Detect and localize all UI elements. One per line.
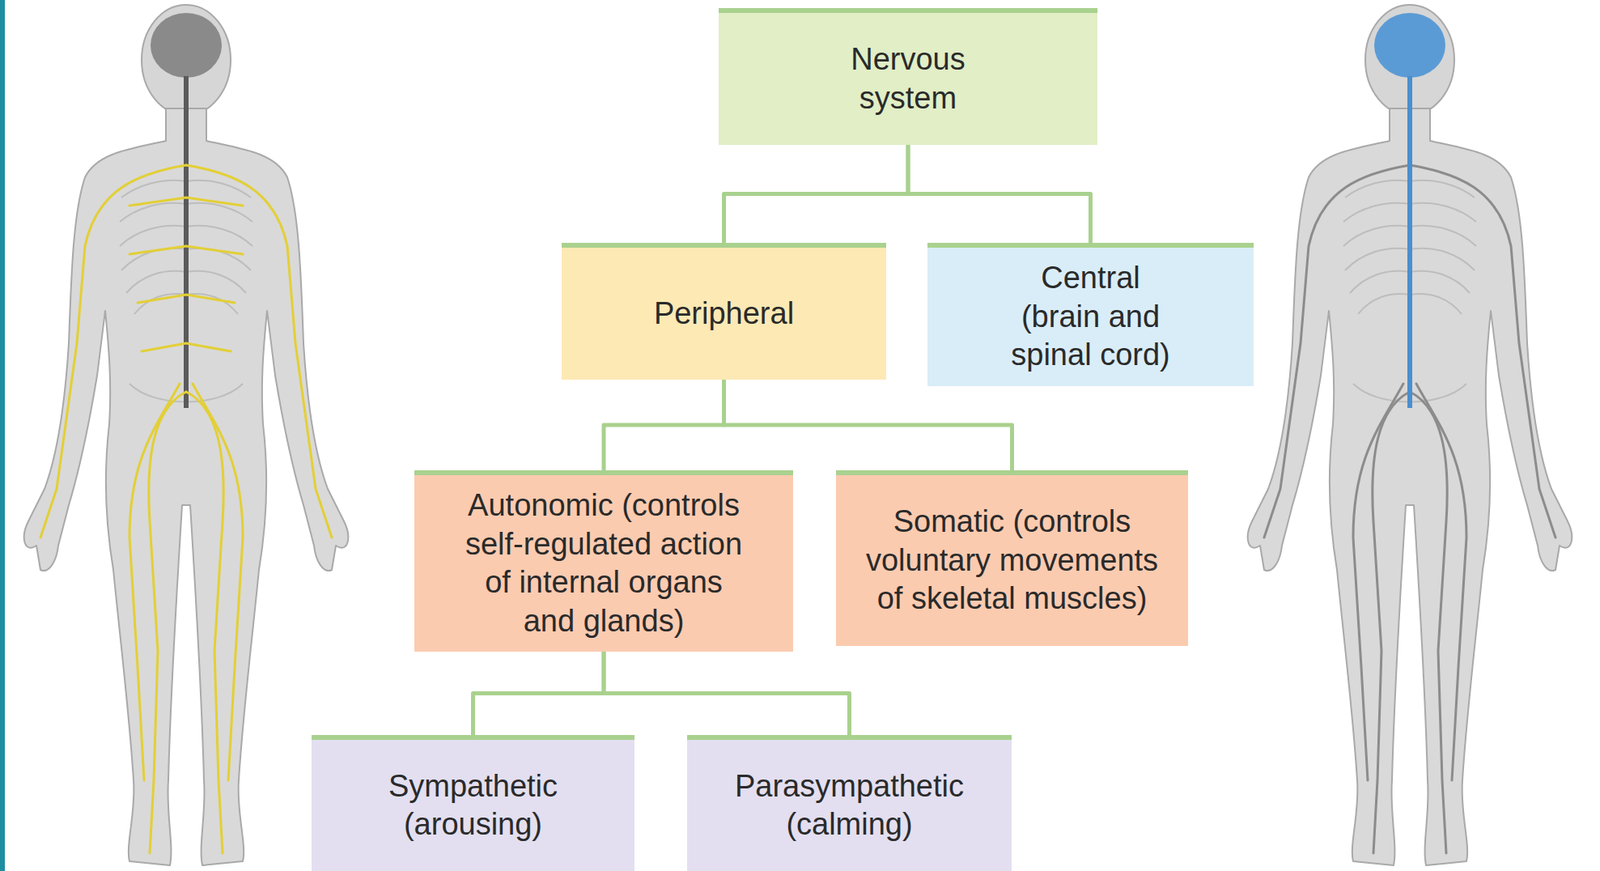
tree-connector bbox=[603, 651, 850, 735]
body-outline bbox=[24, 4, 349, 866]
tree-connector bbox=[473, 651, 605, 735]
category-box: Parasympathetic (calming) bbox=[687, 734, 1012, 871]
tree-connector bbox=[603, 379, 725, 471]
tree-connector bbox=[724, 144, 909, 243]
category-box: Nervous system bbox=[718, 8, 1098, 145]
tree-connector bbox=[908, 144, 1091, 243]
box-label: Nervous system bbox=[827, 40, 989, 118]
category-box: Somatic (controls voluntary movements of… bbox=[836, 470, 1189, 646]
spinal-cord bbox=[183, 76, 189, 408]
category-box: Autonomic (controls self-regulated actio… bbox=[414, 470, 794, 652]
box-label: Central (brain and spinal cord) bbox=[1003, 258, 1178, 375]
box-label: Peripheral bbox=[653, 294, 794, 334]
body-outline bbox=[1247, 4, 1572, 866]
spinal-cord bbox=[1407, 76, 1413, 408]
category-box: Peripheral bbox=[561, 242, 887, 380]
nerves bbox=[40, 165, 332, 854]
peripheral-figure bbox=[24, 4, 349, 866]
box-label: Somatic (controls voluntary movements of… bbox=[858, 502, 1167, 619]
edge-strip bbox=[0, 0, 5, 871]
box-label: Sympathetic (arousing) bbox=[368, 767, 579, 845]
category-box: Central (brain and spinal cord) bbox=[927, 242, 1254, 387]
central-figure bbox=[1247, 4, 1572, 866]
category-box: Sympathetic (arousing) bbox=[311, 734, 635, 871]
box-label: Parasympathetic (calming) bbox=[728, 767, 972, 845]
box-label: Autonomic (controls self-regulated actio… bbox=[460, 486, 748, 641]
brain bbox=[150, 12, 222, 78]
brain bbox=[1374, 12, 1446, 78]
tree-connector bbox=[724, 379, 1013, 471]
